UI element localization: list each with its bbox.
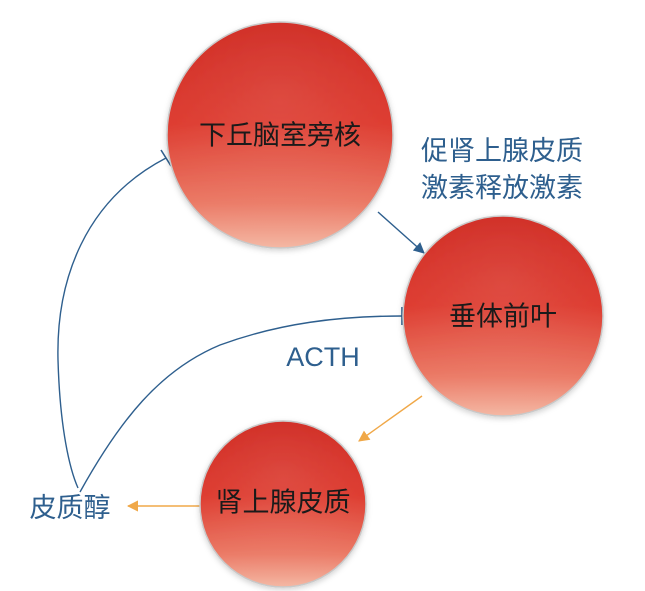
- cortisol-label: 皮质醇: [30, 493, 111, 524]
- adrenal-node: [199, 420, 367, 588]
- hypothalamus-inhibition-bar: [160, 149, 172, 167]
- crh-label-line1: 促肾上腺皮质: [421, 136, 583, 167]
- crh-stimulation-arrow: [377, 211, 425, 254]
- adrenal-label: 肾上腺皮质: [216, 488, 351, 519]
- pituitary-node: [402, 215, 604, 417]
- cortisol-feedback-to-pituitary-line: [79, 315, 403, 493]
- hypothalamus-label: 下丘脑室旁核: [199, 121, 361, 152]
- acth-stimulation-arrow: [358, 395, 423, 442]
- cortisol-feedback-to-hypothalamus-line: [57, 157, 167, 489]
- crh-label-line2: 激素释放激素: [421, 173, 583, 204]
- hypothalamus-node: [166, 21, 394, 249]
- acth-label: ACTH: [286, 342, 360, 372]
- pituitary-label: 垂体前叶: [449, 302, 557, 333]
